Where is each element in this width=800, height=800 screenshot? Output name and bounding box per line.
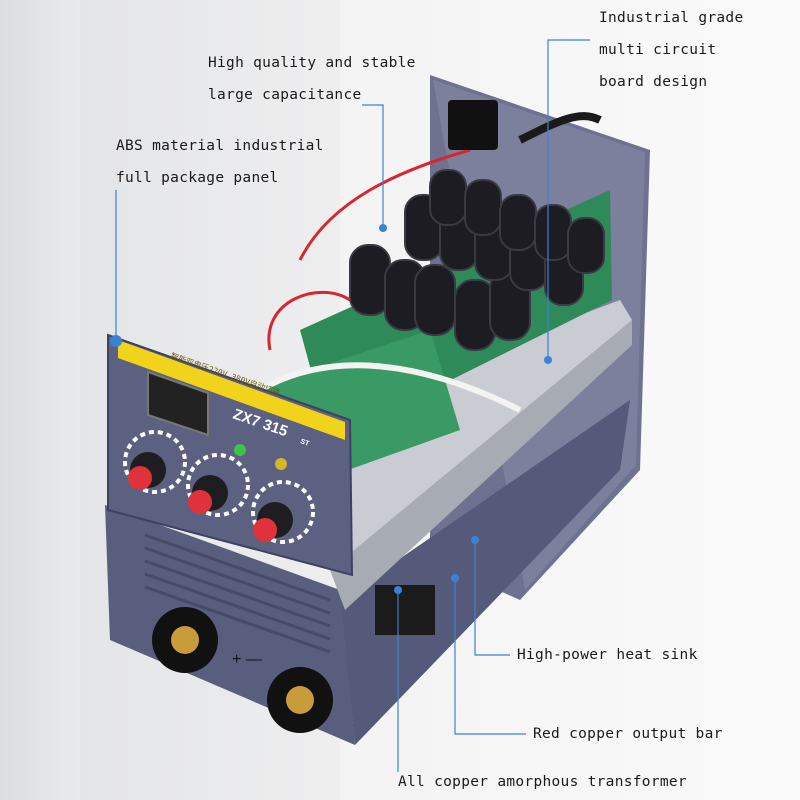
- indicator-green: [234, 444, 246, 456]
- callout-dots: [110, 224, 552, 594]
- svg-text:ST: ST: [299, 438, 310, 448]
- knobs: [123, 430, 315, 544]
- display-window: [147, 370, 209, 437]
- vents: [144, 533, 331, 654]
- transformer: [375, 585, 435, 635]
- callout-heat-sink: High-power heat sink: [517, 647, 698, 663]
- heat-sink: [300, 300, 632, 600]
- panel-banner: [118, 340, 345, 440]
- indicator-yellow: [275, 458, 287, 470]
- switch: [448, 100, 498, 150]
- output-terminals: [152, 607, 333, 733]
- capacitors: [349, 169, 605, 351]
- side-case: [340, 400, 630, 745]
- callout-lines: [115, 39, 590, 772]
- svg-text:+ —: + —: [232, 651, 262, 668]
- callout-transformer: All copper amorphous transformer: [398, 774, 687, 790]
- callout-output-bar: Red copper output bar: [533, 726, 723, 742]
